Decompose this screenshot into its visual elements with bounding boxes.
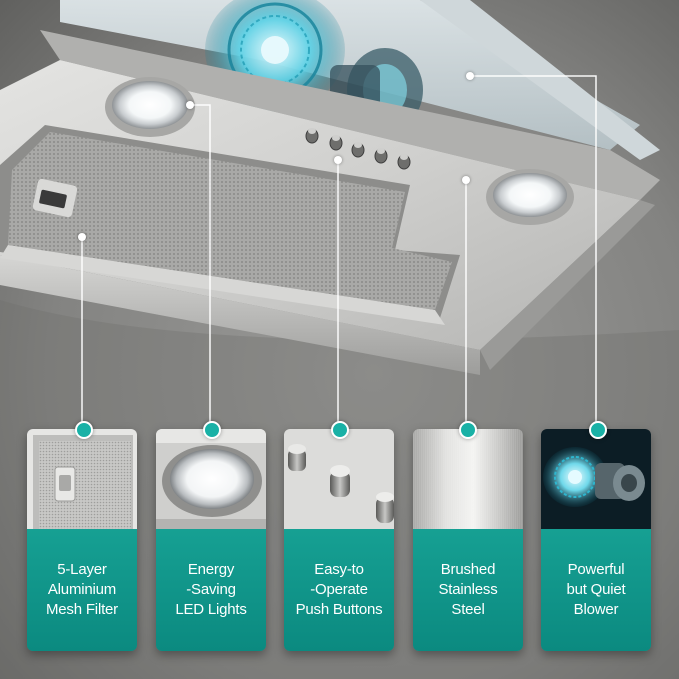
feature-label: Brushed Stainless Steel — [413, 529, 523, 651]
feature-card-led-lights: Energy -Saving LED Lights — [156, 429, 266, 651]
steel-texture-photo — [413, 429, 523, 529]
feature-dot-quiet-blower — [589, 421, 607, 439]
led-light-left — [105, 77, 195, 137]
blower-pointer-dot — [466, 72, 474, 80]
filter-pointer-dot — [78, 233, 86, 241]
feature-label: 5-Layer Aluminium Mesh Filter — [27, 529, 137, 651]
feature-dot-stainless-steel — [459, 421, 477, 439]
steel-pointer-dot — [462, 176, 470, 184]
led-light-right — [486, 169, 574, 225]
feature-card-stainless-steel: Brushed Stainless Steel — [413, 429, 523, 651]
feature-card-mesh-filter: 5-Layer Aluminium Mesh Filter — [27, 429, 137, 651]
feature-label: Energy -Saving LED Lights — [156, 529, 266, 651]
button-pointer-dot — [334, 156, 342, 164]
mesh-filter-photo — [27, 429, 137, 529]
feature-dot-led-lights — [203, 421, 221, 439]
blower-motor-photo — [541, 429, 651, 529]
led-pointer-dot — [186, 101, 194, 109]
feature-dot-mesh-filter — [75, 421, 93, 439]
led-light-photo — [156, 429, 266, 529]
feature-card-quiet-blower: Powerful but Quiet Blower — [541, 429, 651, 651]
push-button-photo — [284, 429, 394, 529]
feature-label: Easy-to -Operate Push Buttons — [284, 529, 394, 651]
feature-dot-push-buttons — [331, 421, 349, 439]
feature-label: Powerful but Quiet Blower — [541, 529, 651, 651]
feature-card-push-buttons: Easy-to -Operate Push Buttons — [284, 429, 394, 651]
